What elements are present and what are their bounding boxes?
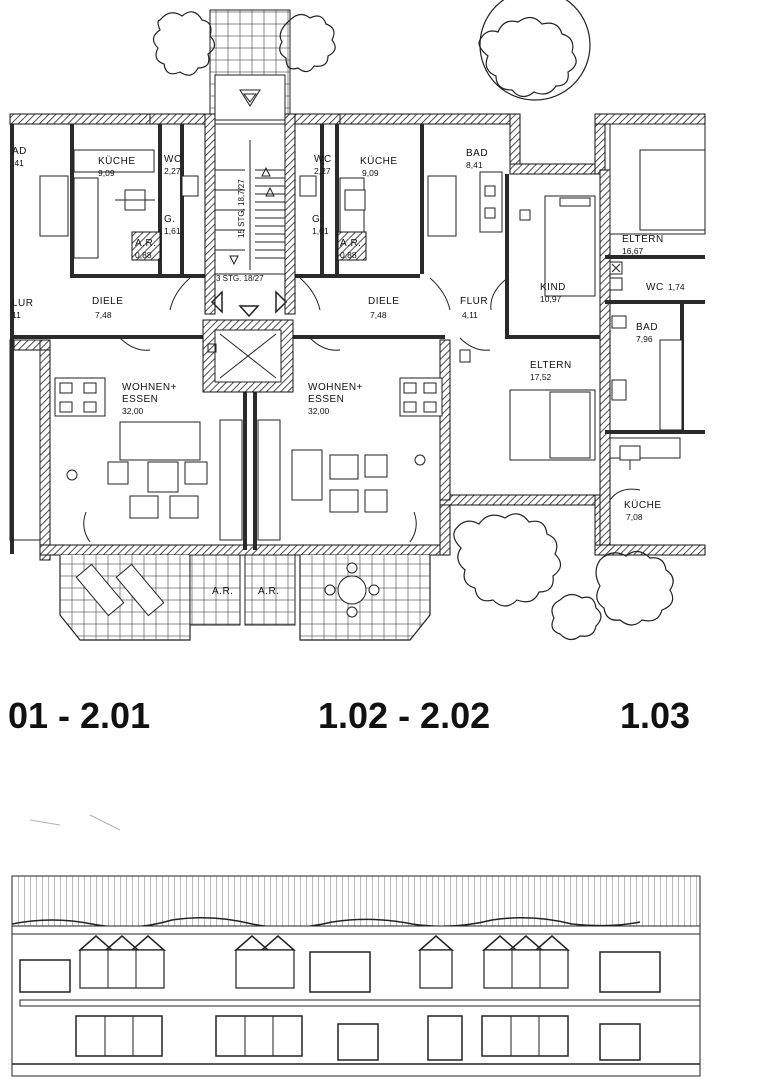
room-area-wohnen-2: 32,00 xyxy=(308,406,330,416)
unit-number-middle: 1.02 - 2.02 xyxy=(318,695,490,736)
room-area-kueche-1: 9,09 xyxy=(98,168,115,178)
fixtures-left-unit xyxy=(9,149,199,541)
balcony-left xyxy=(59,554,241,641)
room-area-wc-2: 2,27 xyxy=(314,166,331,176)
room-area-flur-left: 11 xyxy=(12,310,21,320)
room-area-bad-3: 7,96 xyxy=(636,334,653,344)
room-area-g-1: 1,61 xyxy=(164,226,181,236)
gables-right xyxy=(482,935,570,989)
unit-numbers: 01 - 2.01 1.02 - 2.02 1.03 xyxy=(8,695,690,736)
room-area-eltern-top: 16,67 xyxy=(622,246,644,256)
room-area-ar-1: 0,88 xyxy=(135,250,152,260)
stairwell: 15 STG. 18,7/27 3 STG. 18/27 xyxy=(204,113,296,318)
room-label-flur-left: LUR xyxy=(12,298,34,309)
facade-elevation xyxy=(11,875,701,1077)
room-area-kueche-3: 7,08 xyxy=(626,512,643,522)
shrubs-bottom-right xyxy=(453,513,674,641)
ar-balcony-right-label: A.R. xyxy=(258,586,279,597)
room-area-bad-2: 8,41 xyxy=(466,160,483,170)
tree-shrubs-top xyxy=(152,0,591,101)
room-label-g-1: G. xyxy=(164,214,176,225)
outer-walls xyxy=(9,113,706,561)
bad-right-fixtures xyxy=(611,315,683,431)
room-labels: AD ,41 KÜCHE 9,09 WC 2,27 G. 1,61 A.R. 0… xyxy=(12,146,685,522)
room-label-kueche-3: KÜCHE xyxy=(624,499,662,511)
kind-furniture xyxy=(519,195,596,297)
room-label-wc-2: WC xyxy=(314,154,332,165)
room-area-bad-left: ,41 xyxy=(12,158,24,168)
room-area-wc-1: 2,27 xyxy=(164,166,181,176)
room-area-diele-2: 7,48 xyxy=(370,310,387,320)
room-area-wc-3: 1,74 xyxy=(668,282,685,292)
room-label-eltern-top: ELTERN xyxy=(622,234,664,245)
ar-balcony-left-label: A.R. xyxy=(212,586,233,597)
room-label-wohnen-1-a: WOHNEN+ xyxy=(122,382,177,393)
room-area-wohnen-1: 32,00 xyxy=(122,406,144,416)
room-area-g-2: 1,61 xyxy=(312,226,329,236)
room-label-kind: KIND xyxy=(540,282,566,293)
room-label-diele-1: DIELE xyxy=(92,296,123,307)
living-furniture-left xyxy=(54,377,243,541)
room-area-kind: 10,97 xyxy=(540,294,562,304)
room-label-eltern-mid: ELTERN xyxy=(530,360,572,371)
unit-number-left: 01 - 2.01 xyxy=(8,695,150,736)
room-area-kueche-2: 9,09 xyxy=(362,168,379,178)
gables-middle xyxy=(234,935,454,989)
door-swings xyxy=(83,277,641,543)
entry-path xyxy=(209,9,291,121)
room-label-wohnen-2-b: ESSEN xyxy=(308,394,344,405)
room-label-wohnen-2-a: WOHNEN+ xyxy=(308,382,363,393)
room-label-bad-2: BAD xyxy=(466,148,488,159)
room-area-flur-2: 4,11 xyxy=(462,310,478,320)
room-label-wohnen-1-b: ESSEN xyxy=(122,394,158,405)
room-label-diele-2: DIELE xyxy=(368,296,399,307)
fixtures-middle-unit xyxy=(299,171,503,261)
unit-number-right: 1.03 xyxy=(620,695,690,736)
room-label-g-2: G. xyxy=(312,214,324,225)
stair-run-label: 15 STG. 18,7/27 xyxy=(237,179,246,238)
room-label-wc-1: WC xyxy=(164,154,182,165)
room-label-ar-1: A.R. xyxy=(135,238,156,249)
stair-landing-label: 3 STG. 18/27 xyxy=(216,274,264,283)
elevator-shaft xyxy=(202,319,294,393)
gables-left xyxy=(78,935,166,989)
eltern-mid-furniture xyxy=(459,349,596,461)
living-furniture-right xyxy=(257,377,443,541)
room-label-kueche-1: KÜCHE xyxy=(98,155,136,167)
room-label-flur-2: FLUR xyxy=(460,296,488,307)
eltern-top-furniture xyxy=(609,123,706,291)
room-label-bad-left: AD xyxy=(12,146,27,157)
room-label-wc-3: WC xyxy=(646,282,664,293)
balcony-right xyxy=(244,554,431,641)
room-area-diele-1: 7,48 xyxy=(95,310,112,320)
facade-windows xyxy=(12,951,701,1065)
kueche-right-fixtures xyxy=(609,437,681,470)
scan-marks xyxy=(29,814,121,831)
stair-treads xyxy=(215,140,285,270)
room-label-ar-2: A.R. xyxy=(340,238,361,249)
room-label-kueche-2: KÜCHE xyxy=(360,155,398,167)
room-area-ar-2: 0,88 xyxy=(340,250,357,260)
room-area-eltern-mid: 17,52 xyxy=(530,372,552,382)
room-label-bad-3: BAD xyxy=(636,322,658,333)
